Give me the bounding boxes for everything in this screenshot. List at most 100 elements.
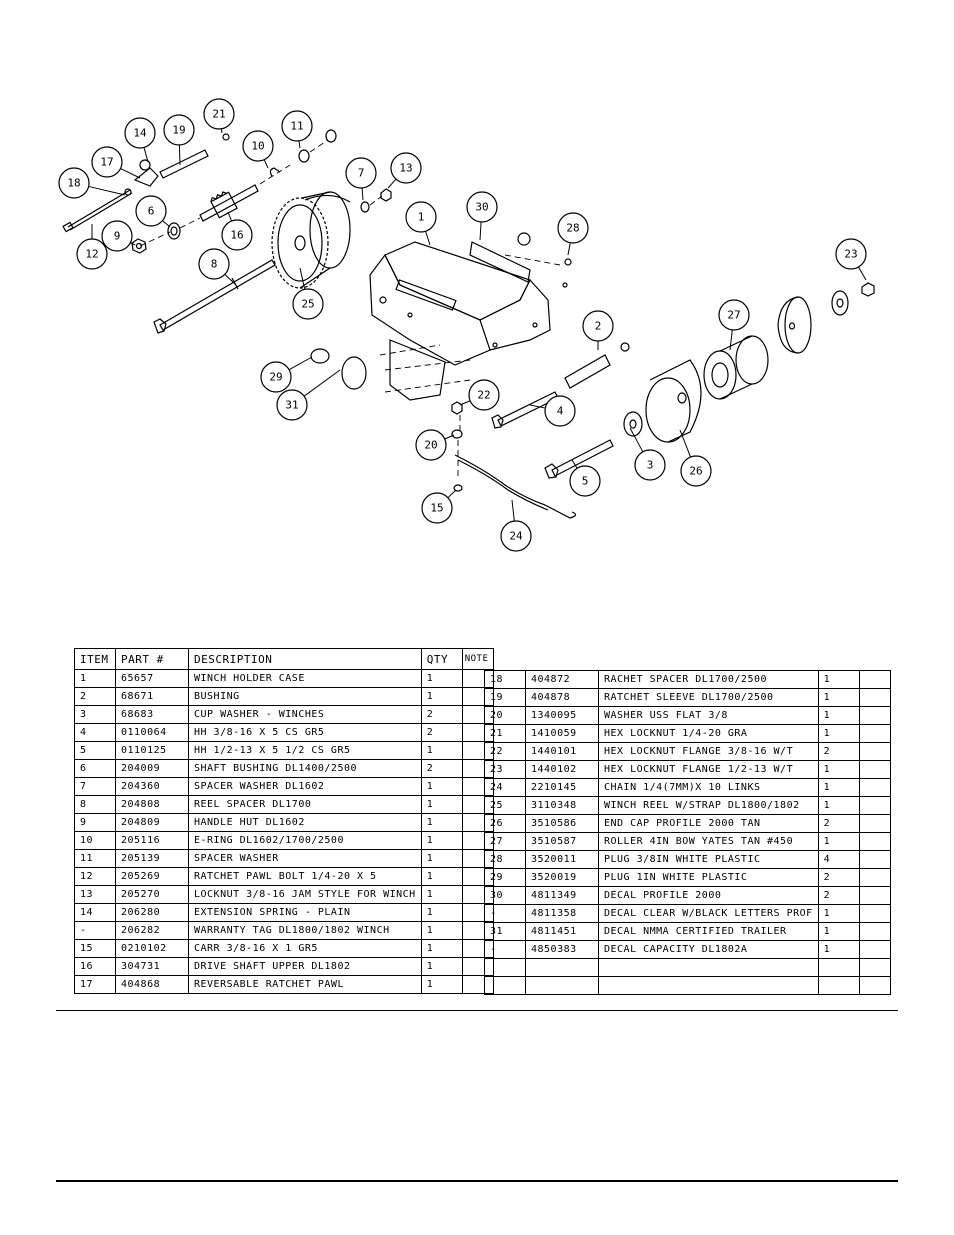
balloon-circle (135, 195, 167, 227)
cell-part: 0110064 (115, 723, 189, 742)
cell-part: 206282 (115, 921, 189, 940)
cell-part: 3510586 (525, 814, 599, 833)
balloon-circle (91, 146, 123, 178)
cell-part: 1410059 (525, 724, 599, 743)
callout-number: 20 (424, 439, 437, 452)
callout-balloon: 6 (135, 195, 171, 228)
cell-note (858, 922, 891, 941)
cell-item: 29 (484, 868, 526, 887)
callout-number: 18 (67, 177, 80, 190)
callout-balloon: 10 (242, 130, 274, 169)
balloon-circle (634, 449, 666, 481)
cell-part: 1440101 (525, 742, 599, 761)
cell-part (525, 976, 599, 995)
leader-line (224, 273, 237, 286)
cell-qty: 1 (817, 922, 860, 941)
balloon-circle (569, 465, 601, 497)
leader-line (571, 459, 578, 469)
cell-description: WINCH REEL W/STRAP DL1800/1802 (598, 796, 819, 815)
leader-line (425, 231, 431, 246)
bushing-part (564, 342, 630, 389)
cell-item: 21 (484, 724, 526, 743)
cell-qty: 4 (817, 850, 860, 869)
cell-note (858, 904, 891, 923)
cell-description: ROLLER 4IN BOW YATES TAN #450 (598, 832, 819, 851)
callout-number: 2 (595, 320, 602, 333)
cell-item: 23 (484, 760, 526, 779)
cell-description: DECAL PROFILE 2000 (598, 886, 819, 905)
cell-description (598, 976, 819, 995)
callout-number: 19 (172, 124, 185, 137)
leader-line (729, 329, 733, 351)
cell-note (858, 742, 891, 761)
leader-line (288, 356, 313, 371)
balloon-circle (468, 379, 500, 411)
cell-item: 12 (74, 867, 116, 886)
cell-part (525, 958, 599, 977)
leader-line (220, 128, 223, 134)
cell-qty: 1 (420, 921, 463, 940)
cell-qty: 1 (420, 741, 463, 760)
cell-description: WARRANTY TAG DL1800/1802 WINCH (188, 921, 422, 940)
callout-balloon: 12 (76, 224, 108, 270)
leader-line (858, 266, 867, 281)
page-footer-rule (56, 1180, 898, 1182)
cell-part: 1440102 (525, 760, 599, 779)
col-header-note: NOTE (461, 648, 494, 670)
cell-part: 304731 (115, 957, 189, 976)
cell-item: 7 (74, 777, 116, 796)
callout-number: 14 (133, 127, 147, 140)
winch-holder-case-part (369, 241, 551, 401)
callout-number: 24 (509, 530, 523, 543)
winch-reel-part (271, 191, 351, 289)
cell-note (858, 814, 891, 833)
callout-number: 16 (230, 229, 243, 242)
leader-line (679, 429, 692, 458)
callout-balloon: 8 (198, 248, 237, 286)
callout-number: 10 (251, 140, 264, 153)
hardware-small-parts (222, 129, 392, 213)
balloon-circle (101, 220, 133, 252)
cell-description: DRIVE SHAFT UPPER DL1802 (188, 957, 422, 976)
cell-description: HH 3/8-16 X 5 CS GR5 (188, 723, 422, 742)
cell-part: 3110348 (525, 796, 599, 815)
leader-line (130, 242, 136, 246)
leader-line (299, 267, 306, 290)
cell-note (858, 724, 891, 743)
cell-item: 8 (74, 795, 116, 814)
leader-line (143, 147, 149, 163)
callout-balloon: 29 (260, 356, 313, 393)
cell-note (858, 868, 891, 887)
cell-qty: 1 (420, 687, 463, 706)
balloon-circle (415, 429, 447, 461)
cell-note (858, 940, 891, 959)
cell-qty: 2 (817, 868, 860, 887)
cell-part: 0110125 (115, 741, 189, 760)
callout-balloon: 31 (276, 369, 341, 421)
callout-number: 29 (269, 371, 282, 384)
cell-qty: 1 (817, 670, 860, 689)
leader-line (298, 140, 301, 149)
cell-note (858, 976, 891, 995)
cell-qty (817, 958, 860, 977)
cell-part: 206280 (115, 903, 189, 922)
assembly-axis-lines (139, 139, 561, 480)
cell-description: SHAFT BUSHING DL1400/2500 (188, 759, 422, 778)
cell-item: 22 (484, 742, 526, 761)
balloon-circle (466, 191, 498, 223)
callout-balloon: 27 (718, 299, 750, 351)
cell-part: 0210102 (115, 939, 189, 958)
cell-qty: 1 (817, 832, 860, 851)
cell-description: WINCH HOLDER CASE (188, 669, 422, 688)
ratchet-pawl-part (124, 159, 159, 196)
